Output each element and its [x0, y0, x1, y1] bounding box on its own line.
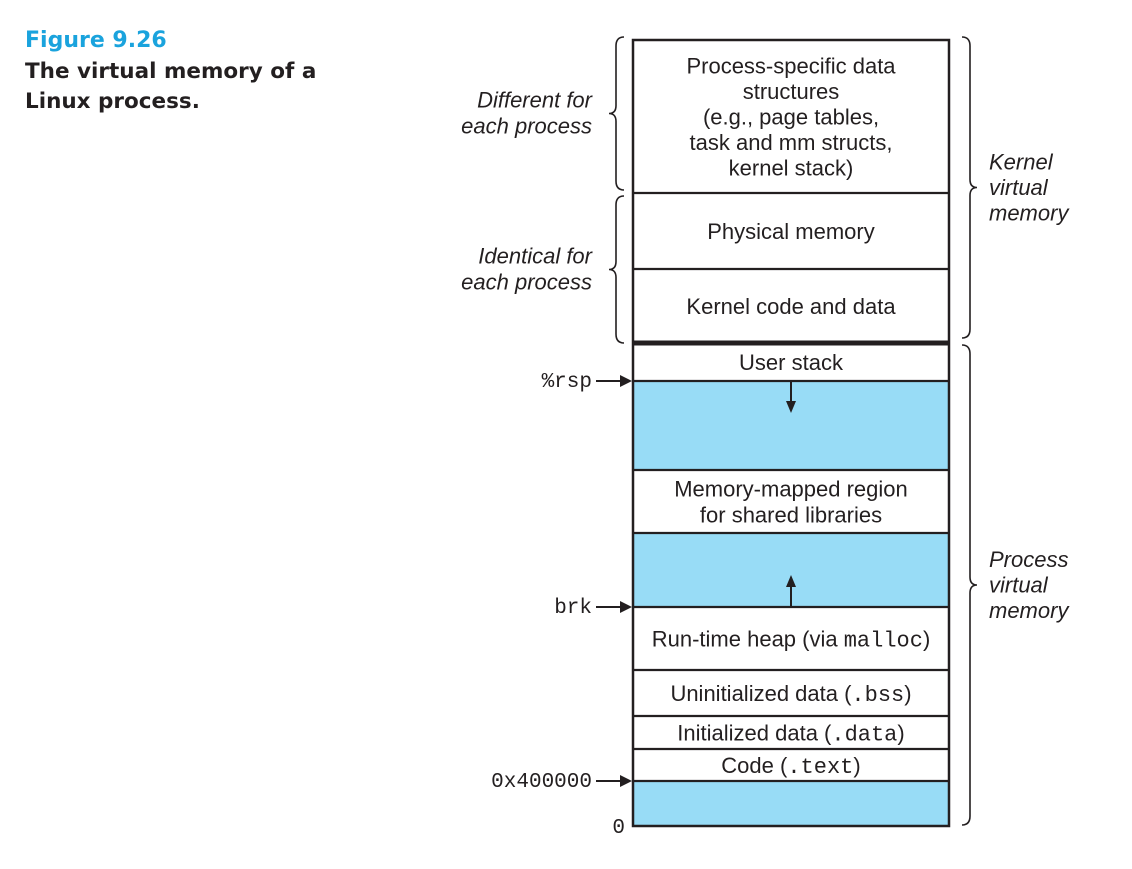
segment-label: kernel stack) — [729, 156, 854, 181]
address-space-border — [631, 38, 951, 828]
pointer-label: %rsp — [542, 371, 592, 394]
segment-uninitialized-data: Uninitialized data (.bss) — [633, 670, 949, 716]
brace-label: Process — [989, 547, 1068, 572]
pointer-label: brk — [554, 597, 592, 620]
segment-label: Kernel code and data — [686, 294, 896, 319]
segment-box — [633, 343, 949, 381]
brk-pointer: brk — [554, 597, 632, 620]
segment-label: Memory-mapped region — [674, 477, 908, 502]
text-start-pointer: 0x400000 — [491, 771, 632, 794]
segment-heap-growth-gap — [633, 533, 949, 607]
heap-growth-arrow-icon — [786, 575, 796, 587]
rsp-pointer: %rsp — [542, 371, 632, 394]
segment-box — [633, 607, 949, 670]
pointer-arrow-icon — [620, 375, 632, 387]
segment-box — [633, 193, 949, 269]
segment-kernel-code-and-data: Kernel code and data — [633, 269, 949, 343]
right-brace-icon — [961, 36, 978, 339]
brace-label: each process — [461, 114, 592, 139]
segment-label: (e.g., page tables, — [703, 105, 879, 130]
left-brace-icon — [608, 36, 625, 191]
pointer-label: 0 — [612, 817, 625, 840]
segment-label: Process-specific data — [686, 54, 896, 79]
brace-label: Kernel — [989, 150, 1054, 175]
segment-label: Uninitialized data (.bss) — [670, 681, 911, 708]
segment-label: Run-time heap (via malloc) — [652, 627, 931, 654]
segment-label: structures — [743, 79, 840, 104]
segment-box — [633, 781, 949, 826]
right-brace-icon — [961, 344, 978, 826]
segment-physical-memory: Physical memory — [633, 193, 949, 269]
segment-label: task and mm structs, — [690, 130, 893, 155]
segment-box — [633, 749, 949, 781]
segment-user-stack: User stack — [633, 343, 949, 381]
pointer-arrow-icon — [620, 601, 632, 613]
brace-label: Identical for — [478, 244, 593, 269]
segment-box — [633, 269, 949, 343]
figure-number: Figure 9.26 — [25, 28, 167, 53]
brace-label: memory — [989, 201, 1070, 226]
segment-label: Physical memory — [707, 219, 874, 244]
segment-run-time-heap: Run-time heap (via malloc) — [633, 607, 949, 670]
segment-box — [633, 670, 949, 716]
pointer-arrow-icon — [620, 775, 632, 787]
pointer-label: 0x400000 — [491, 771, 592, 794]
segment-box — [633, 716, 949, 749]
segment-stack-growth-gap — [633, 381, 949, 470]
figure-title: The virtual memory of a Linux process. — [25, 59, 317, 114]
zero-address: 0 — [612, 817, 625, 840]
segment-box — [633, 470, 949, 533]
segment-code-text: Code (.text) — [633, 749, 949, 781]
segment-label: User stack — [739, 350, 844, 375]
segment-reserved-low-region — [633, 781, 949, 826]
stack-growth-arrow-icon — [786, 401, 796, 413]
segment-label: Initialized data (.data) — [677, 721, 904, 748]
segment-initialized-data: Initialized data (.data) — [633, 716, 949, 749]
left-brace-icon — [608, 195, 625, 344]
brace-label: memory — [989, 598, 1070, 623]
brace-label: virtual — [989, 573, 1049, 598]
segment-label: Code (.text) — [721, 753, 860, 780]
segment-box — [633, 40, 949, 193]
brace-label: virtual — [989, 175, 1049, 200]
brace-label: Different for — [477, 88, 594, 113]
brace-label: each process — [461, 270, 592, 295]
segment-label: for shared libraries — [700, 503, 882, 528]
